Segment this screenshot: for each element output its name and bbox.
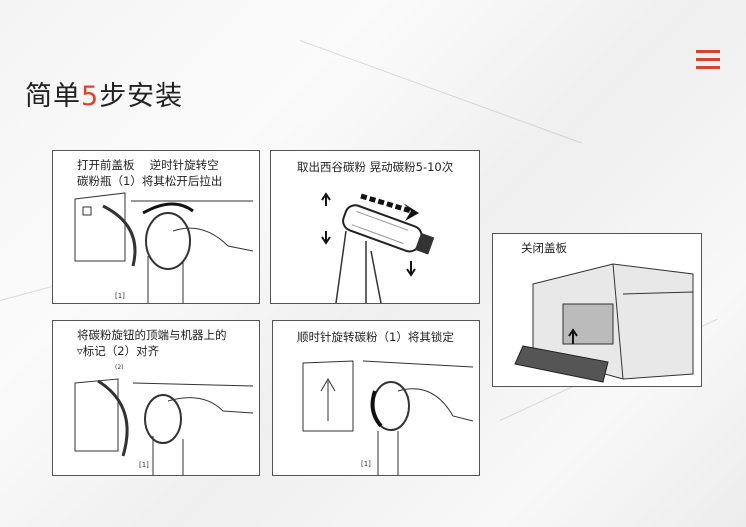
page-title: 简单5步安装 [25,81,184,112]
step-1-caption: 打开前盖板 逆时针旋转空碳粉瓶（1）将其松开后拉出 [77,158,223,188]
step-2-caption: 取出西谷碳粉 晃动碳粉5-10次 [297,160,454,174]
step-3-label: [1] [139,461,149,469]
step-5-caption: 关闭盖板 [521,241,567,255]
step-3-panel: 将碳粉旋钮的顶端与机器上的▿标记（2）对齐 (2) [1] [52,320,260,476]
step-4-label: [1] [361,460,371,468]
step-2-illustration [321,192,435,303]
step-1-illustration: [1] [74,192,254,303]
hamburger-menu-icon[interactable] [696,50,720,72]
step-3-label-2: (2) [115,364,124,371]
step-1-label: [1] [115,292,125,300]
step-5-panel: 关闭盖板 [492,233,702,387]
step-4-panel: 顺时针旋转碳粉（1）将其锁定 [1] [272,320,480,476]
step-2-panel: 取出西谷碳粉 晃动碳粉5-10次 [270,150,480,304]
step-4-caption: 顺时针旋转碳粉（1）将其锁定 [297,330,454,344]
step-5-illustration [514,263,694,383]
step-3-caption: 将碳粉旋钮的顶端与机器上的▿标记（2）对齐 [77,328,227,358]
step-3-illustration: (2) [1] [74,364,254,475]
step-4-illustration: [1] [302,360,474,475]
step-1-panel: 打开前盖板 逆时针旋转空碳粉瓶（1）将其松开后拉出 [1] [52,150,260,304]
